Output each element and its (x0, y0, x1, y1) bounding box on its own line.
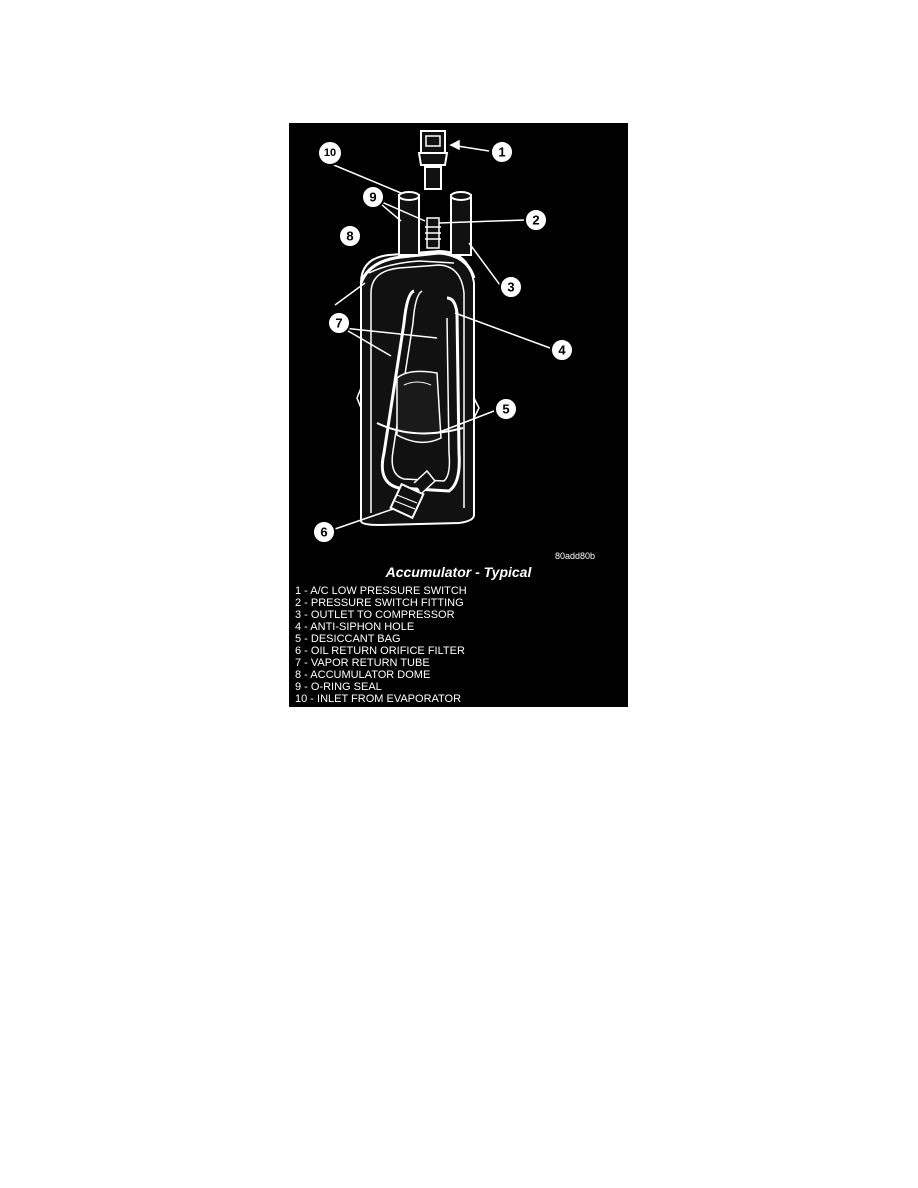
callout-8: 8 (338, 224, 362, 248)
callout-number: 8 (346, 229, 353, 244)
callout-circle (499, 275, 523, 299)
low-pressure-switch (417, 130, 449, 190)
callout-1: 1 (490, 140, 514, 164)
oil-return-orifice-filter (389, 469, 437, 520)
figure-code: 80add80b (554, 551, 595, 561)
legend-item: 4 - ANTI-SIPHON HOLE (295, 621, 415, 633)
inlet-tube (398, 194, 420, 256)
desiccant-bag (396, 370, 442, 444)
callout-number: 5 (502, 402, 509, 417)
callout-number: 6 (320, 525, 327, 540)
legend-item: 9 - O-RING SEAL (295, 681, 382, 693)
callout-4: 4 (550, 338, 574, 362)
callout-5: 5 (494, 397, 518, 421)
callout-number: 9 (369, 190, 376, 205)
legend-item: 6 - OIL RETURN ORIFICE FILTER (295, 645, 465, 657)
callout-number: 1 (498, 145, 505, 160)
callout-circle (338, 224, 362, 248)
callout-circle (494, 397, 518, 421)
figure-title: Accumulator - Typical (385, 564, 532, 580)
legend-item: 5 - DESICCANT BAG (295, 633, 401, 645)
accumulator-illustration (356, 130, 480, 527)
callout-number: 3 (507, 280, 514, 295)
callout-circle (327, 311, 351, 335)
callout-9: 9 (361, 185, 385, 209)
callout-circle (312, 520, 336, 544)
callout-circle (550, 338, 574, 362)
accumulator-figure: 1 2 3 4 5 6 7 8 9 10 80add80b Accumulato… (289, 123, 628, 707)
leader-lines (328, 139, 551, 530)
callout-number: 4 (558, 343, 566, 358)
legend-list: 1 - A/C LOW PRESSURE SWITCH 2 - PRESSURE… (295, 585, 625, 705)
callout-circle (490, 140, 514, 164)
legend-item: 7 - VAPOR RETURN TUBE (295, 657, 430, 669)
outlet-tube (450, 194, 472, 256)
callout-number: 2 (532, 213, 539, 228)
accumulator-diagram: 1 2 3 4 5 6 7 8 9 10 (312, 130, 574, 544)
callout-3: 3 (499, 275, 523, 299)
callout-circle (361, 185, 385, 209)
callout-10: 10 (317, 140, 343, 166)
callout-number: 10 (324, 147, 336, 159)
legend-item: 3 - OUTLET TO COMPRESSOR (295, 609, 455, 621)
callout-6: 6 (312, 520, 336, 544)
callout-circle (524, 208, 548, 232)
callout-2: 2 (524, 208, 548, 232)
legend-item: 8 - ACCUMULATOR DOME (295, 669, 431, 681)
callout-7: 7 (327, 311, 351, 335)
callout-number: 7 (335, 316, 342, 331)
legend-item: 1 - A/C LOW PRESSURE SWITCH (295, 585, 467, 597)
legend-item: 2 - PRESSURE SWITCH FITTING (295, 597, 464, 609)
callout-circle (317, 140, 343, 166)
legend-item: 10 - INLET FROM EVAPORATOR (295, 693, 462, 705)
